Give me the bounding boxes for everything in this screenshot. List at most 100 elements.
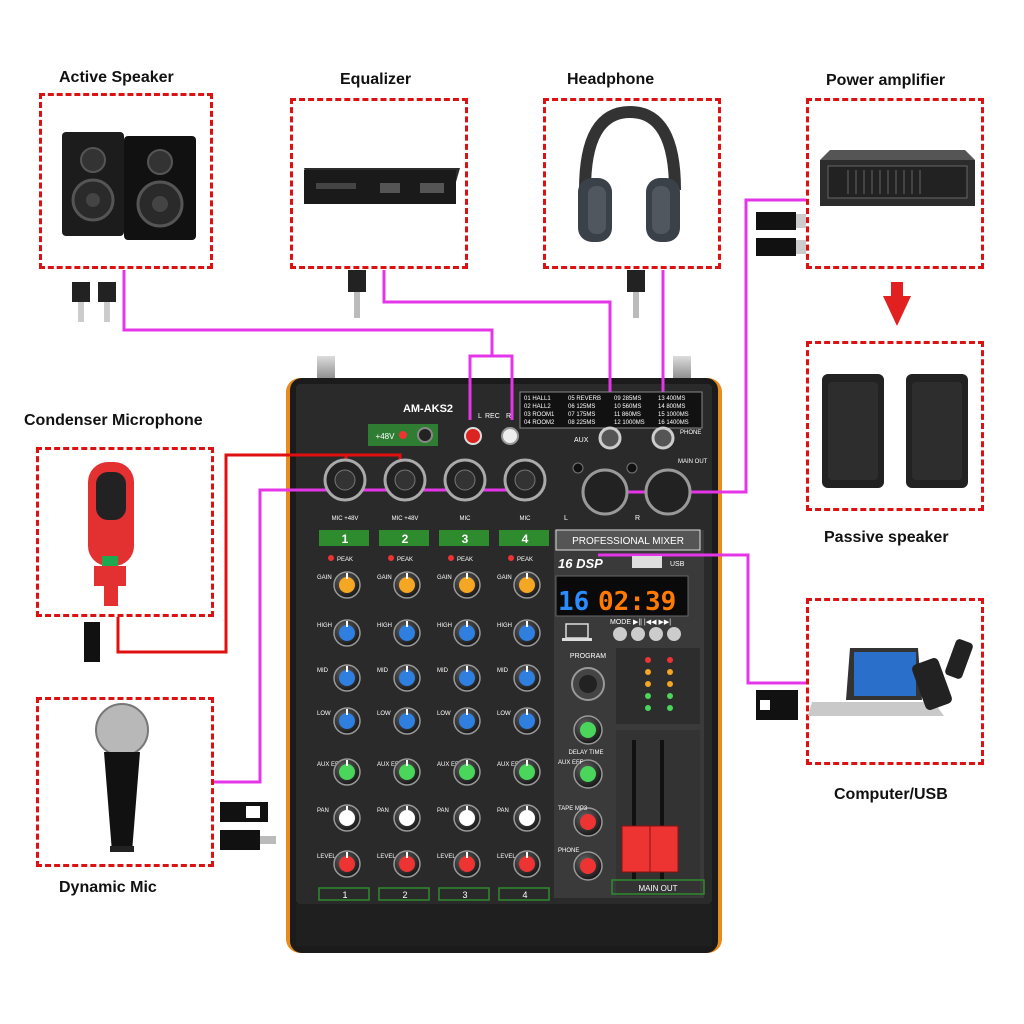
- dsp-label: 16 DSP: [558, 556, 603, 571]
- effect-preset: 14 800MS: [658, 404, 685, 410]
- channel-number: 3: [462, 532, 469, 546]
- knob-label: GAIN: [437, 575, 452, 581]
- knob-label: AUX EFF: [497, 762, 523, 768]
- knob-label: LEVEL: [317, 854, 336, 860]
- display-time: 02:39: [598, 587, 676, 617]
- channel-number-tab: [499, 530, 549, 546]
- main-out-label: MAIN OUT: [638, 884, 677, 893]
- power-amplifier-icon: [820, 150, 975, 206]
- usb-port-label: USB: [670, 561, 685, 568]
- main-out-xlr-l[interactable]: [581, 468, 629, 516]
- knob-label: PAN: [497, 808, 509, 814]
- usb-port[interactable]: [632, 556, 662, 568]
- peak-led: [448, 555, 454, 561]
- dynamic-mic-label: Dynamic Mic: [59, 879, 157, 896]
- delay-time-label: DELAY TIME: [568, 750, 603, 756]
- channel-number: 1: [342, 532, 349, 546]
- equalizer-icon: [304, 168, 460, 204]
- mic-input-label: MIC +48V: [392, 516, 419, 522]
- knob-label: AUX EFF: [317, 762, 343, 768]
- dynamic-mic-icon: [95, 703, 149, 852]
- knob-label: AUX EFF: [437, 762, 463, 768]
- main-out-jack-label: MAIN OUT: [678, 459, 708, 465]
- laptop-icon: [808, 648, 944, 716]
- rec-r-jack[interactable]: [501, 427, 519, 445]
- mixer-model: AM-AKS2: [403, 403, 453, 415]
- effect-preset: 10 560MS: [614, 404, 641, 410]
- effect-preset: 05 REVERB: [568, 396, 601, 402]
- knob-label: LOW: [497, 711, 511, 717]
- knob-label: GAIN: [317, 575, 332, 581]
- rec-r-label: R: [506, 413, 511, 420]
- knob-label: MID: [497, 668, 509, 674]
- channel-number-tab: [379, 530, 429, 546]
- main-fader-r[interactable]: [649, 825, 679, 873]
- mic-input-label: MIC: [520, 516, 532, 522]
- knob-label: GAIN: [497, 575, 512, 581]
- mode-button[interactable]: [613, 627, 627, 641]
- passive-speaker-icon: [822, 374, 968, 488]
- channel-number-tab: [319, 530, 369, 546]
- mic-input-label: MIC +48V: [332, 516, 359, 522]
- peak-label: PEAK: [457, 557, 473, 563]
- main-fader-l[interactable]: [621, 825, 651, 873]
- knob-label: GAIN: [377, 575, 392, 581]
- arrow-down-icon: [883, 282, 911, 326]
- effect-preset: 15 1000MS: [658, 412, 689, 418]
- knob-label: PAN: [377, 808, 389, 814]
- effect-preset: 02 HALL2: [524, 404, 551, 410]
- channel-number: 4: [522, 532, 529, 546]
- knob-label: LOW: [437, 711, 451, 717]
- display-program: 16: [558, 587, 589, 617]
- program-label: PROGRAM: [570, 653, 606, 660]
- effect-preset: 07 175MS: [568, 412, 595, 418]
- knob-label: LEVEL: [497, 854, 516, 860]
- peak-led: [388, 555, 394, 561]
- xlr-plug-icon: [220, 212, 806, 822]
- effect-preset: 01 HALL1: [524, 396, 551, 402]
- knob-label: MID: [377, 668, 389, 674]
- channel-number-footer: 2: [402, 890, 407, 900]
- rec-l-label: L: [478, 413, 482, 420]
- phone-level-label: PHONE: [558, 848, 579, 854]
- play-pause-button[interactable]: [631, 627, 645, 641]
- effect-preset: 04 ROOM2: [524, 420, 555, 426]
- knob-label: PAN: [437, 808, 449, 814]
- knob-label: MID: [317, 668, 329, 674]
- knob-label: PAN: [317, 808, 329, 814]
- headphone-box: [543, 98, 721, 269]
- knob-label: HIGH: [377, 623, 392, 629]
- phone-jack[interactable]: [651, 426, 675, 450]
- effect-preset: 06 125MS: [568, 404, 595, 410]
- main-out-xlr-r[interactable]: [644, 468, 692, 516]
- peak-label: PEAK: [337, 557, 353, 563]
- peak-led: [328, 555, 334, 561]
- knob-label: LEVEL: [437, 854, 456, 860]
- aux-jack[interactable]: [598, 426, 622, 450]
- condenser-mic-icon: [88, 462, 134, 606]
- phantom-label: +48V: [376, 432, 396, 441]
- next-button[interactable]: [667, 627, 681, 641]
- tape-label: TAPE MP3: [558, 806, 588, 812]
- channel-number-footer: 1: [342, 890, 347, 900]
- prev-button[interactable]: [649, 627, 663, 641]
- effect-preset: 09 285MS: [614, 396, 641, 402]
- jack-plug-icon: [84, 270, 645, 850]
- phantom-button[interactable]: [417, 427, 433, 443]
- rec-l-jack[interactable]: [464, 427, 482, 445]
- main-out-r-label: R: [635, 515, 640, 522]
- channel-number-footer: 4: [522, 890, 527, 900]
- knob-label: AUX EFF: [377, 762, 403, 768]
- effect-preset: 12 1000MS: [614, 420, 645, 426]
- rec-label: REC: [485, 413, 500, 420]
- effect-preset: 16 1400MS: [658, 420, 689, 426]
- rca-plug-icon: [72, 282, 116, 322]
- headphone-label: Headphone: [567, 71, 655, 88]
- headphone-icon: [578, 105, 681, 242]
- condenser-microphone-label: Condenser Microphone: [24, 412, 203, 429]
- effect-preset: 03 ROOM1: [524, 412, 555, 418]
- level-meter: [645, 657, 673, 711]
- effect-preset: 13 400MS: [658, 396, 685, 402]
- usb-plug-icon: [756, 690, 798, 720]
